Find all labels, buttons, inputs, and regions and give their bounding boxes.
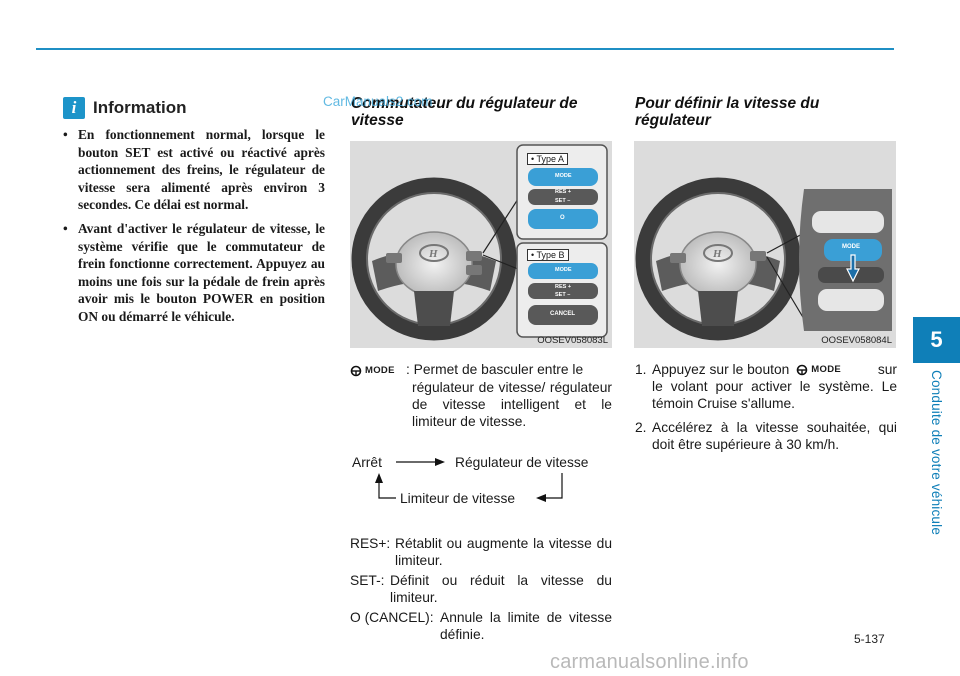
mode-button-zoom: MODE (842, 244, 860, 250)
step-1: 1. Appuyez sur le bouton MODE sur le vol… (635, 361, 897, 411)
res-button-a: RES + (555, 189, 572, 195)
chapter-tab[interactable]: 5 (913, 317, 960, 363)
mode-icon-inline: MODE (796, 361, 841, 378)
mode-button-a: MODE (555, 173, 572, 179)
cycle-off: Arrêt (352, 455, 382, 470)
type-a-label: • Type A (527, 153, 569, 165)
cycle-arrows (375, 458, 563, 502)
top-rule (36, 48, 894, 50)
set-button-b: SET – (555, 292, 571, 298)
figure-code-a: OOSEV058083L (537, 335, 608, 346)
set-speed-title: Pour définir la vitesse du régulateur (635, 95, 820, 129)
o-button-a: O (560, 215, 565, 221)
watermark-text: CarManuals2.com (323, 94, 433, 109)
figure-code-b: OOSEV058084L (821, 335, 892, 346)
information-bullet: En fonctionnement normal, lorsque le bou… (63, 126, 325, 214)
information-title: Information (93, 98, 187, 117)
type-b-label: • Type B (527, 249, 569, 261)
mode-button-b: MODE (555, 267, 572, 273)
steering-wheel-illustration: H (351, 144, 608, 341)
set-button-a: SET – (555, 198, 571, 204)
information-header: i Information (63, 97, 187, 119)
chapter-side-title: Conduite de votre véhicule (929, 370, 944, 536)
cancel-description: O (CANCEL):Annule la limite de vitesse d… (350, 610, 612, 642)
steering-wheel-figure-b: H MODE OOSEV058084L (634, 141, 896, 348)
mode-cycle-diagram: Arrêt Régulateur de vitesse Limiteur de … (350, 452, 612, 514)
set-description: SET-:Définit ou réduit la vitesse du lim… (350, 573, 612, 605)
mode-description: MODE : Permet de basculer entre le régul… (350, 361, 612, 430)
cycle-limiter: Limiteur de vitesse (400, 491, 516, 506)
information-bullets: En fonctionnement normal, lorsque le bou… (63, 126, 325, 332)
steering-wheel-figure-a: H • Type A • Type B MODE RES + SET – O M… (350, 141, 612, 348)
steering-wheel-icon (796, 364, 808, 375)
svg-text:H: H (428, 248, 438, 260)
steering-wheel-icon (350, 365, 362, 376)
info-icon: i (63, 97, 85, 119)
mode-icon: MODE (350, 362, 406, 379)
res-description: RES+:Rétablit ou augmente la vitesse du … (350, 536, 612, 568)
cycle-cruise: Régulateur de vitesse (455, 455, 589, 470)
svg-text:H: H (712, 248, 722, 260)
information-bullet: Avant d'activer le régulateur de vitesse… (63, 220, 325, 326)
steering-wheel-illustration-b: H (635, 177, 892, 341)
cruise-switch-title: Commutateur du régulateur de vitesse (351, 95, 578, 129)
footer-watermark[interactable]: carmanualsonline.info (550, 651, 749, 673)
cancel-button-b: CANCEL (550, 311, 575, 317)
res-button-b: RES + (555, 284, 572, 290)
page-number: 5-137 (854, 632, 885, 646)
step-2: 2. Accélérez à la vitesse souhaitée, qui… (635, 420, 897, 452)
